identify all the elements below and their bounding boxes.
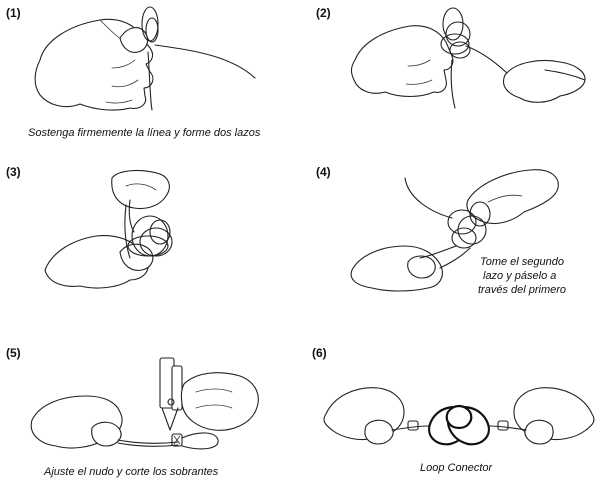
step-number-6: (6): [312, 346, 327, 360]
step-4-caption-line-1: Tome el segundo: [480, 256, 564, 268]
step-6-caption: Loop Conector: [420, 462, 493, 474]
step-number-2: (2): [316, 6, 331, 20]
step-4-caption-line-3: través del primero: [478, 284, 567, 296]
step-4-caption-line-2: lazo y páselo a: [483, 270, 557, 282]
step-number-3: (3): [6, 165, 21, 179]
step-number-4: (4): [316, 165, 331, 179]
step-5-caption: Ajuste el nudo y corte los sobrantes: [44, 466, 219, 478]
step-number-5: (5): [6, 346, 21, 360]
step-number-1: (1): [6, 6, 21, 20]
step-1-caption: Sostenga firmemente la línea y forme dos…: [28, 127, 261, 139]
